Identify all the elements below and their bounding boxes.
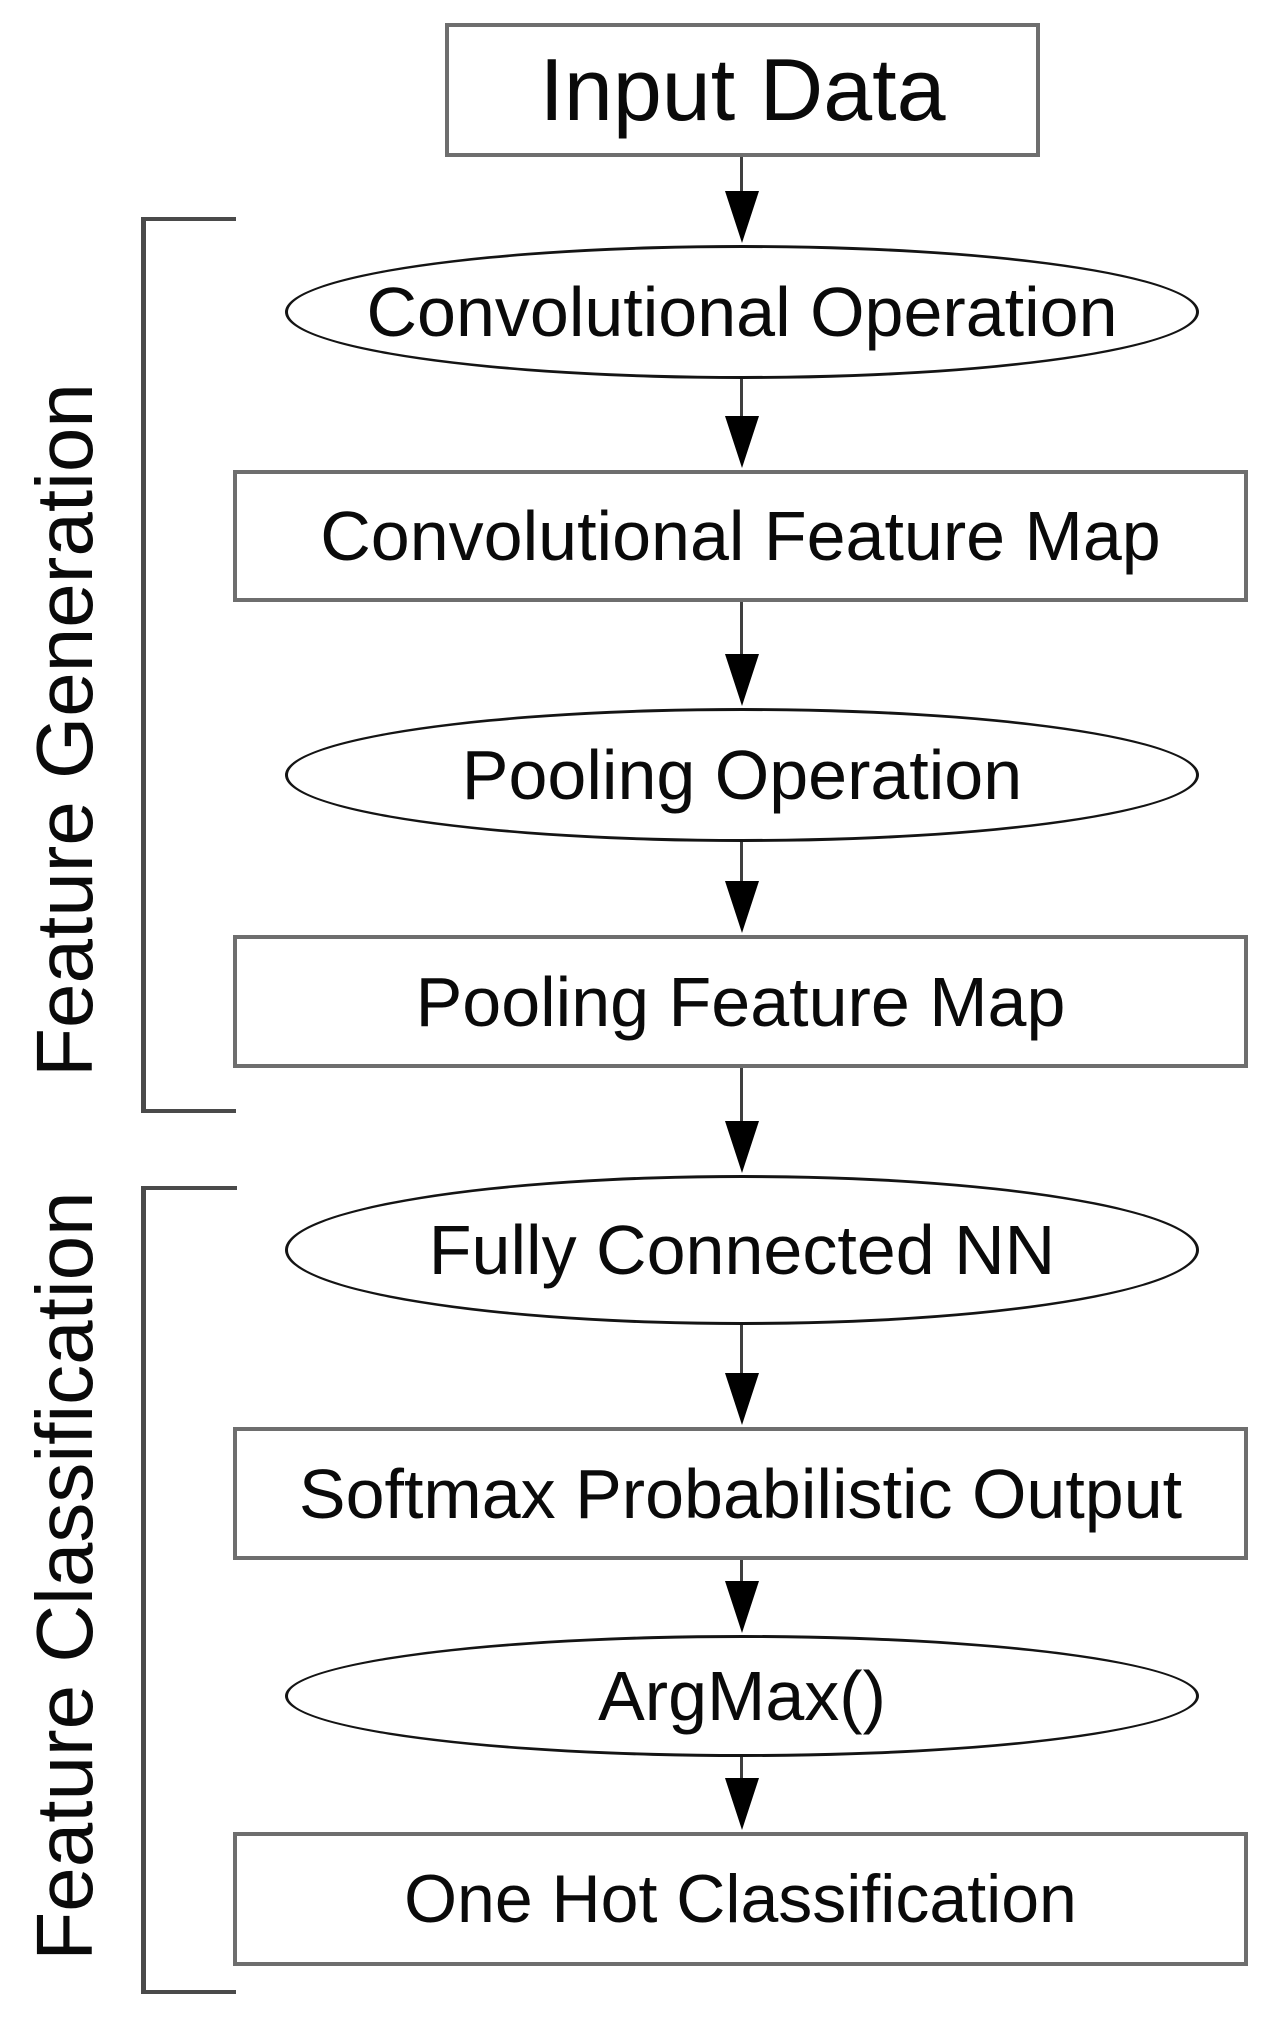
feature-classification-bracket-vertical	[141, 1186, 146, 1994]
node-convolutional-operation-label: Convolutional Operation	[366, 273, 1118, 351]
node-convolutional-operation: Convolutional Operation	[285, 245, 1199, 379]
flow-arrow-4-stem	[740, 842, 743, 885]
node-one-hot-classification: One Hot Classification	[233, 1832, 1248, 1966]
group-label-feature-classification: Feature Classification	[20, 1191, 109, 1961]
feature-generation-bracket-vertical	[141, 217, 146, 1113]
feature-generation-bracket-bottom-stub	[141, 1109, 236, 1113]
flow-arrow-1-stem	[740, 157, 743, 195]
group-label-feature-generation: Feature Generation	[20, 383, 109, 1077]
node-argmax: ArgMax()	[285, 1635, 1199, 1757]
feature-generation-bracket-top-stub	[141, 217, 236, 221]
flow-arrow-3-stem	[740, 602, 743, 658]
node-pooling-feature-map: Pooling Feature Map	[233, 935, 1248, 1068]
flow-arrow-8-head	[725, 1778, 759, 1830]
flow-arrow-3-head	[725, 654, 759, 706]
node-softmax-probabilistic-output: Softmax Probabilistic Output	[233, 1427, 1248, 1560]
node-argmax-label: ArgMax()	[598, 1657, 886, 1735]
node-pooling-operation-label: Pooling Operation	[461, 736, 1023, 814]
node-one-hot-classification-label: One Hot Classification	[404, 1861, 1077, 1937]
flow-arrow-1-head	[725, 191, 759, 243]
flow-arrow-7-head	[725, 1581, 759, 1633]
flow-arrow-6-head	[725, 1373, 759, 1425]
node-input-data-label: Input Data	[539, 40, 946, 139]
flow-arrow-5-stem	[740, 1068, 743, 1125]
node-softmax-probabilistic-output-label: Softmax Probabilistic Output	[298, 1454, 1183, 1533]
flow-arrow-2-stem	[740, 379, 743, 420]
node-input-data: Input Data	[445, 23, 1040, 157]
feature-classification-bracket-bottom-stub	[141, 1990, 236, 1994]
node-pooling-operation: Pooling Operation	[285, 708, 1199, 842]
flow-arrow-4-head	[725, 881, 759, 933]
node-fully-connected-nn-label: Fully Connected NN	[428, 1211, 1056, 1289]
node-convolutional-feature-map-label: Convolutional Feature Map	[320, 497, 1161, 575]
flow-arrow-8-stem	[740, 1757, 743, 1782]
node-fully-connected-nn: Fully Connected NN	[285, 1175, 1199, 1325]
node-pooling-feature-map-label: Pooling Feature Map	[415, 962, 1066, 1041]
node-convolutional-feature-map: Convolutional Feature Map	[233, 470, 1248, 602]
flow-arrow-6-stem	[740, 1325, 743, 1377]
flow-arrow-7-stem	[740, 1560, 743, 1585]
flow-arrow-2-head	[725, 416, 759, 468]
feature-classification-bracket-top-stub	[141, 1186, 237, 1190]
flow-arrow-5-head	[725, 1121, 759, 1173]
